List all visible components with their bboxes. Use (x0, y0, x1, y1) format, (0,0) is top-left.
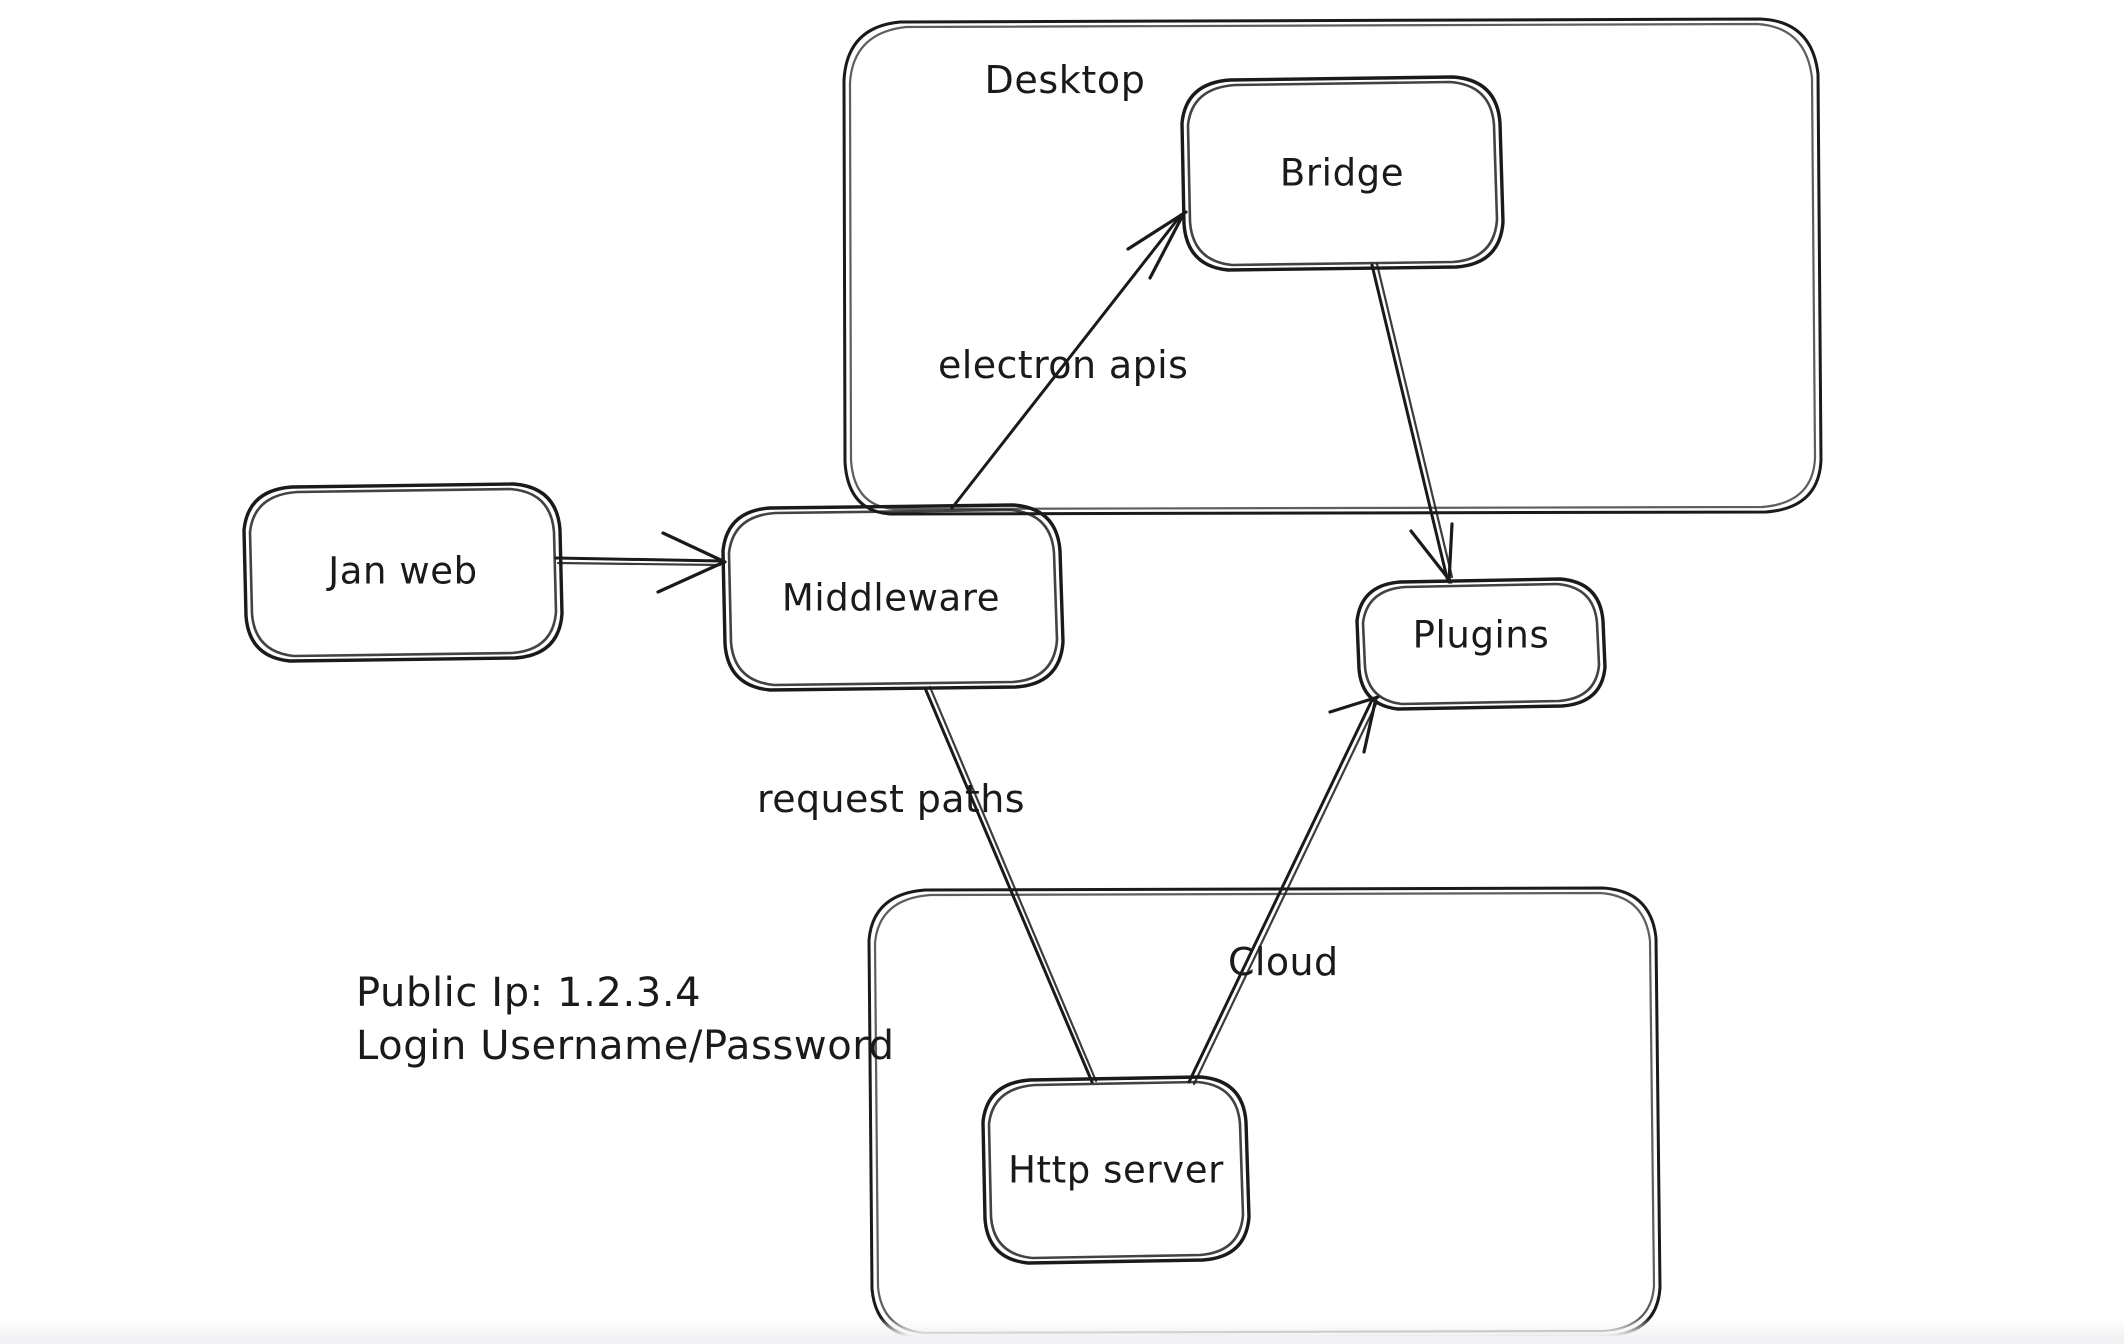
node-plugins[interactable]: Plugins (1355, 577, 1607, 711)
edge-label-request-paths: request paths (757, 777, 1025, 821)
edge-middleware-to-http-server: request paths (757, 685, 1098, 1084)
edge-jan-web-to-middleware (554, 531, 727, 594)
edge-http-server-to-plugins: Cloud (1187, 695, 1380, 1086)
edge-label-electron-apis: electron apis (938, 343, 1188, 387)
node-jan-web[interactable]: Jan web (242, 482, 564, 663)
container-label-desktop: Desktop (985, 58, 1146, 102)
node-middleware[interactable]: Middleware (721, 503, 1065, 692)
node-label-jan-web: Jan web (326, 550, 478, 593)
note-public-ip: Public Ip: 1.2.3.4 (356, 970, 701, 1016)
note-login-credentials: Login Username/Password (356, 1023, 895, 1069)
notes-block: Public Ip: 1.2.3.4 Login Username/Passwo… (356, 970, 895, 1069)
edge-bridge-to-plugins (1370, 262, 1454, 584)
node-label-bridge: Bridge (1280, 152, 1404, 195)
node-http-server[interactable]: Http server (981, 1075, 1251, 1265)
container-desktop: Desktop (842, 17, 1823, 516)
node-label-plugins: Plugins (1413, 614, 1550, 657)
node-label-middleware: Middleware (782, 577, 1000, 620)
edge-label-cloud: Cloud (1228, 940, 1339, 984)
node-label-http-server: Http server (1008, 1149, 1224, 1192)
edge-middleware-to-bridge: electron apis (938, 210, 1188, 510)
node-bridge[interactable]: Bridge (1180, 75, 1505, 272)
